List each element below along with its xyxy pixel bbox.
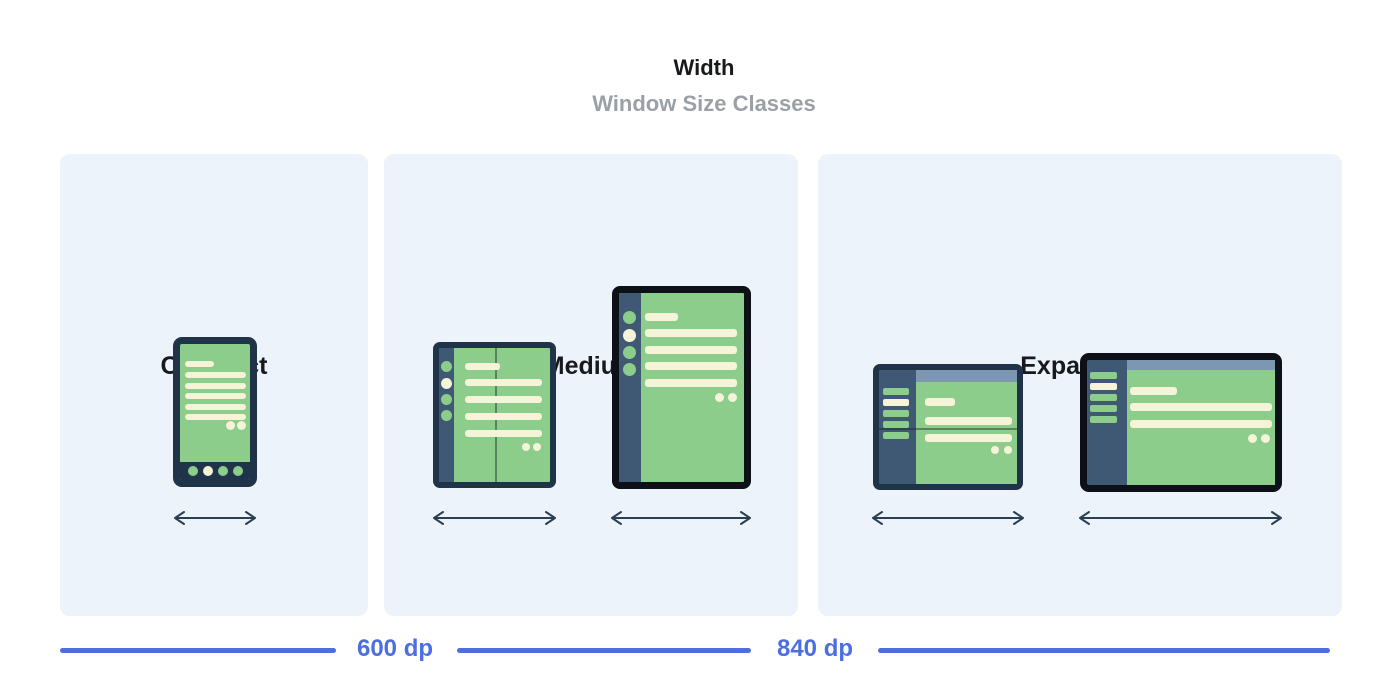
content-dot bbox=[1261, 434, 1270, 443]
content-line bbox=[645, 313, 678, 321]
content-line bbox=[465, 413, 542, 420]
content-line bbox=[1130, 387, 1177, 395]
breakpoint-line bbox=[878, 648, 1330, 653]
content-dot bbox=[728, 393, 737, 402]
content-dot bbox=[991, 446, 999, 454]
content-line bbox=[185, 393, 246, 399]
sidebar-item-bar bbox=[883, 388, 909, 395]
content-line bbox=[465, 430, 542, 437]
app-content-area bbox=[916, 370, 1017, 484]
content-dot bbox=[1004, 446, 1012, 454]
content-line bbox=[465, 396, 542, 403]
content-line bbox=[465, 379, 542, 386]
width-arrow-icon bbox=[872, 511, 1024, 525]
content-line bbox=[465, 363, 500, 370]
nav-dot-icon bbox=[232, 466, 243, 476]
sidebar-item-bar bbox=[1090, 372, 1117, 379]
content-line bbox=[185, 361, 214, 367]
tablet-portrait-illustration bbox=[612, 286, 751, 489]
sidebar-item-bar bbox=[1090, 383, 1117, 390]
rail-dot-icon bbox=[623, 363, 636, 376]
sidebar-item-bar bbox=[1090, 405, 1117, 412]
diagram-subtitle: Window Size Classes bbox=[592, 91, 816, 116]
sidebar-item-bar bbox=[883, 410, 909, 417]
nav-dot-icon bbox=[202, 466, 213, 476]
content-line bbox=[185, 414, 246, 420]
phone-navbar bbox=[180, 462, 250, 480]
foldable-landscape-illustration bbox=[873, 364, 1023, 490]
nav-dot-icon bbox=[217, 466, 228, 476]
rail-dot-icon bbox=[441, 378, 452, 389]
app-top-bar bbox=[916, 370, 1017, 382]
content-dot bbox=[237, 421, 246, 430]
app-top-bar bbox=[1127, 360, 1275, 370]
content-line bbox=[925, 434, 1012, 442]
content-dot bbox=[522, 443, 530, 451]
width-arrow-icon bbox=[611, 511, 751, 525]
content-line bbox=[925, 417, 1012, 425]
content-line bbox=[645, 329, 737, 337]
content-line bbox=[1130, 420, 1272, 428]
content-dot bbox=[1248, 434, 1257, 443]
content-line bbox=[1130, 403, 1272, 411]
content-line bbox=[185, 383, 246, 389]
foldable-portrait-illustration bbox=[433, 342, 556, 488]
sidebar-item-bar bbox=[883, 399, 909, 406]
nav-dot-icon bbox=[187, 466, 198, 476]
content-dot bbox=[533, 443, 541, 451]
sidebar-item-bar bbox=[1090, 394, 1117, 401]
content-dot bbox=[715, 393, 724, 402]
tablet-landscape-illustration bbox=[1080, 353, 1282, 492]
rail-dot-icon bbox=[623, 346, 636, 359]
width-arrow-icon bbox=[174, 511, 256, 525]
content-line bbox=[645, 346, 737, 354]
content-line bbox=[645, 379, 737, 387]
width-arrow-icon bbox=[1079, 511, 1282, 525]
rail-dot-icon bbox=[441, 361, 452, 372]
diagram-title: Width bbox=[673, 55, 735, 80]
breakpoint-label-840dp: 840 dp bbox=[776, 635, 854, 662]
sidebar-item-bar bbox=[883, 432, 909, 439]
breakpoint-line bbox=[60, 648, 336, 653]
breakpoint-label-600dp: 600 dp bbox=[356, 635, 434, 662]
rail-dot-icon bbox=[623, 329, 636, 342]
content-line bbox=[645, 362, 737, 370]
content-line bbox=[925, 398, 955, 406]
rail-dot-icon bbox=[441, 394, 452, 405]
rail-dot-icon bbox=[623, 311, 636, 324]
sidebar-item-bar bbox=[1090, 416, 1117, 423]
tablet-rail bbox=[619, 293, 641, 482]
content-line bbox=[185, 404, 246, 410]
foldable-rail bbox=[439, 348, 454, 482]
breakpoint-line bbox=[457, 648, 751, 653]
sidebar-item-bar bbox=[883, 421, 909, 428]
phone-illustration bbox=[173, 337, 257, 487]
content-line bbox=[185, 372, 246, 378]
width-arrow-icon bbox=[433, 511, 556, 525]
fold-crease bbox=[879, 428, 1017, 430]
rail-dot-icon bbox=[441, 410, 452, 421]
content-dot bbox=[226, 421, 235, 430]
